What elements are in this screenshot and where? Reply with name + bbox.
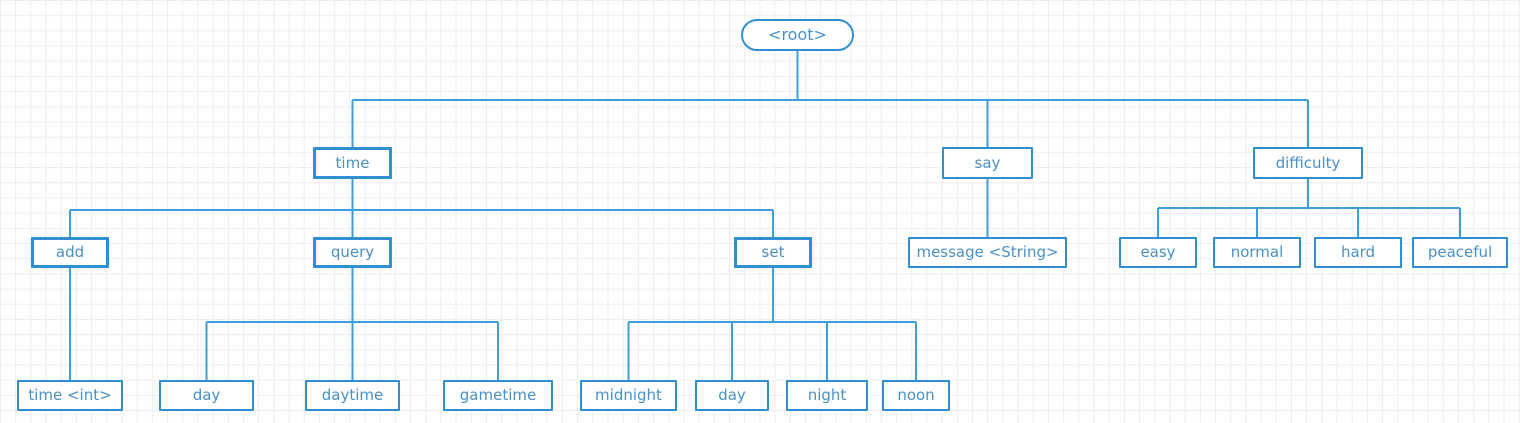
tree-node-time[interactable]: time xyxy=(313,147,392,179)
tree-node-label: day xyxy=(192,386,221,404)
tree-node-label: say xyxy=(974,153,1001,172)
tree-node-day_s[interactable]: day xyxy=(695,380,769,411)
tree-node-label: set xyxy=(761,243,785,261)
tree-node-label: night xyxy=(807,386,847,404)
tree-node-label: day xyxy=(718,386,746,404)
tree-node-root[interactable]: <root> xyxy=(741,19,854,51)
tree-node-day_q[interactable]: day xyxy=(159,380,254,411)
tree-node-label: add xyxy=(55,243,85,261)
tree-node-label: gametime xyxy=(459,386,537,404)
tree-node-add[interactable]: add xyxy=(31,237,109,268)
tree-node-peaceful[interactable]: peaceful xyxy=(1412,237,1508,268)
tree-node-label: difficulty xyxy=(1275,153,1341,172)
tree-node-say[interactable]: say xyxy=(942,147,1033,179)
tree-node-label: normal xyxy=(1230,243,1284,261)
tree-node-label: easy xyxy=(1140,243,1176,261)
tree-node-night[interactable]: night xyxy=(786,380,868,411)
tree-node-label: time xyxy=(335,153,370,172)
tree-node-label: <root> xyxy=(768,25,827,44)
tree-node-easy[interactable]: easy xyxy=(1119,237,1197,268)
tree-node-normal[interactable]: normal xyxy=(1213,237,1301,268)
tree-node-query[interactable]: query xyxy=(313,237,392,268)
tree-node-label: message <String> xyxy=(916,243,1059,261)
tree-node-message[interactable]: message <String> xyxy=(908,237,1067,268)
tree-node-time_int[interactable]: time <int> xyxy=(17,380,123,411)
tree-node-difficulty[interactable]: difficulty xyxy=(1253,147,1363,179)
tree-node-label: peaceful xyxy=(1427,243,1493,261)
tree-node-label: time <int> xyxy=(28,386,112,404)
tree-node-label: query xyxy=(330,243,375,261)
tree-node-set[interactable]: set xyxy=(734,237,812,268)
tree-node-daytime[interactable]: daytime xyxy=(305,380,400,411)
tree-node-midnight[interactable]: midnight xyxy=(580,380,677,411)
tree-node-hard[interactable]: hard xyxy=(1314,237,1402,268)
tree-node-label: noon xyxy=(897,386,935,404)
tree-node-label: hard xyxy=(1340,243,1376,261)
tree-node-gametime[interactable]: gametime xyxy=(443,380,553,411)
tree-node-noon[interactable]: noon xyxy=(882,380,950,411)
tree-node-label: daytime xyxy=(321,386,384,404)
tree-node-label: midnight xyxy=(595,386,662,404)
